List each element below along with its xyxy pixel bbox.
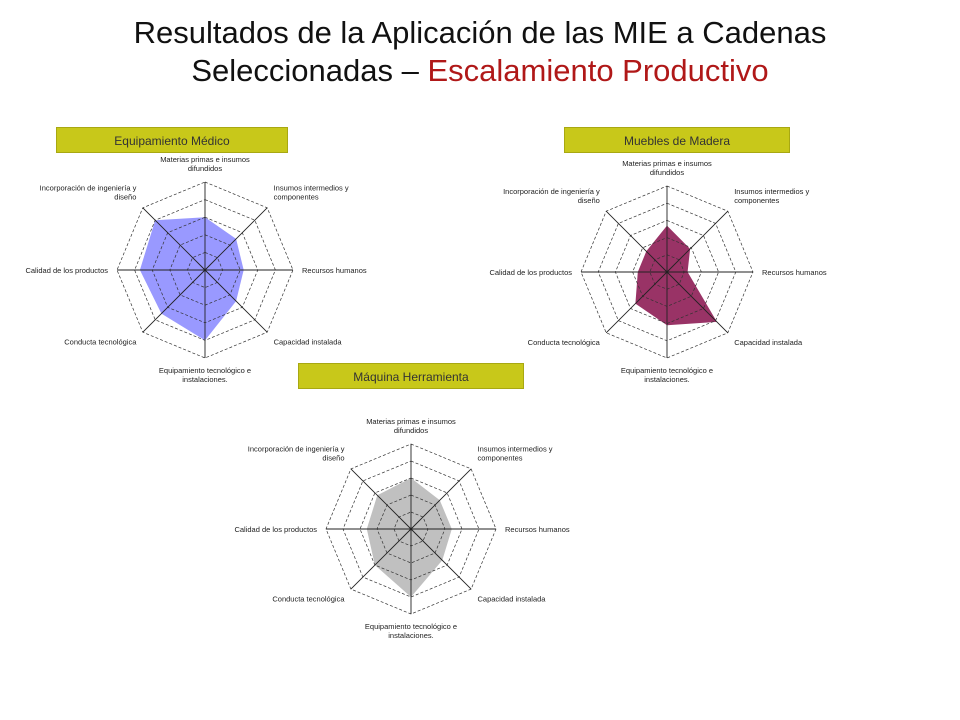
radar-axis-label-line: Incorporación de ingeniería y [503, 187, 600, 196]
title-line-2: Seleccionadas – Escalamiento Productivo [0, 52, 960, 90]
radar-axis-label-line: componentes [478, 454, 523, 463]
radar-axis-label-line: Insumos intermedios y [478, 445, 553, 454]
radar-axis-label-line: componentes [734, 196, 779, 205]
radar-axis-label: Calidad de los productos [234, 525, 317, 534]
title-line-2-prefix: Seleccionadas – [191, 53, 428, 88]
radar-axis-label: Conducta tecnológica [528, 338, 601, 347]
radar-axis-line [666, 271, 729, 334]
radar-grid-ring [342, 460, 480, 598]
chart-label-muebles: Muebles de Madera [564, 127, 790, 153]
radar-axis-label-line: difundidos [188, 164, 222, 173]
chart-label-equipamiento: Equipamiento Médico [56, 127, 288, 153]
radar-axis-label-line: Equipamiento tecnológico e [159, 366, 251, 375]
radar-axis-label-line: Recursos humanos [505, 525, 570, 534]
radar-axis-label-line: instalaciones. [182, 375, 227, 384]
radar-axis-label-line: difundidos [650, 168, 684, 177]
radar-axis-line [350, 468, 412, 530]
radar-axis-label-line: Capacidad instalada [274, 338, 343, 347]
radar-axis-label-line: Calidad de los productos [25, 266, 108, 275]
radar-axis-line [605, 271, 668, 334]
page-title: Resultados de la Aplicación de las MIE a… [0, 14, 960, 90]
radar-axis-label-line: Materias primas e insumos [366, 417, 456, 426]
radar-axis-label: Capacidad instalada [274, 338, 343, 347]
radar-axis-label-line: Conducta tecnológica [272, 595, 345, 604]
radar-axis-line [350, 528, 412, 590]
radar-axis-label-line: Insumos intermedios y [274, 183, 349, 192]
radar-axis-line [142, 269, 206, 333]
radar-axis-label: Capacidad instalada [478, 595, 547, 604]
radar-grid-ring [187, 252, 223, 288]
title-line-2-highlight: Escalamiento Productivo [427, 53, 769, 88]
radar-axis-label-line: Materias primas e insumos [160, 155, 250, 164]
radar-axis-label-line: instalaciones. [644, 375, 689, 384]
radar-axis-label-line: Calidad de los productos [489, 268, 572, 277]
radar-axis-label-line: Recursos humanos [302, 266, 367, 275]
radar-axis-label-line: diseño [114, 192, 136, 201]
radar-axis-label-line: Conducta tecnológica [528, 338, 601, 347]
radar-axis-line [204, 269, 268, 333]
radar-axis-line [666, 210, 729, 273]
radar-axis-label-line: Capacidad instalada [478, 595, 547, 604]
radar-axis-label: Recursos humanos [302, 266, 367, 275]
radar-axis-label-line: Insumos intermedios y [734, 187, 809, 196]
radar-axis-label-line: Conducta tecnológica [64, 338, 137, 347]
radar-axis-line [142, 207, 206, 271]
radar-axis-label-line: componentes [274, 192, 319, 201]
radar-axis-label-line: diseño [322, 454, 344, 463]
radar-axis-label-line: Equipamiento tecnológico e [365, 622, 457, 631]
radar-axis-label: Capacidad instalada [734, 338, 803, 347]
radar-axis-label-line: Incorporación de ingeniería y [40, 183, 137, 192]
chart-label-maquina: Máquina Herramienta [298, 363, 524, 389]
radar-axis-label-line: Capacidad instalada [734, 338, 803, 347]
radar-axis-label: Recursos humanos [505, 525, 570, 534]
radar-axis-label-line: diseño [578, 196, 600, 205]
radar-axis-label-line: Calidad de los productos [234, 525, 317, 534]
radar-grid-ring [615, 220, 719, 324]
radar-data-area [635, 225, 717, 326]
radar-axis-label-line: difundidos [394, 426, 428, 435]
radar-axis-label: Calidad de los productos [25, 266, 108, 275]
radar-axis-line [410, 528, 472, 590]
radar-axis-line [605, 210, 668, 273]
radar-axis-label-line: Incorporación de ingeniería y [248, 445, 345, 454]
radar-axis-label: Calidad de los productos [489, 268, 572, 277]
title-line-1: Resultados de la Aplicación de las MIE a… [133, 15, 827, 50]
radar-axis-label: Conducta tecnológica [272, 595, 345, 604]
radar-axis-label: Conducta tecnológica [64, 338, 137, 347]
radar-axis-line [204, 207, 268, 271]
radar-grid-ring [580, 185, 754, 359]
radar-axis-label-line: Materias primas e insumos [622, 159, 712, 168]
radar-data-area [366, 478, 452, 597]
radar-axis-label-line: instalaciones. [388, 631, 433, 640]
radar-axis-label-line: Recursos humanos [762, 268, 827, 277]
radar-axis-label: Recursos humanos [762, 268, 827, 277]
radar-axis-label-line: Equipamiento tecnológico e [621, 366, 713, 375]
radar-axis-line [410, 468, 472, 530]
